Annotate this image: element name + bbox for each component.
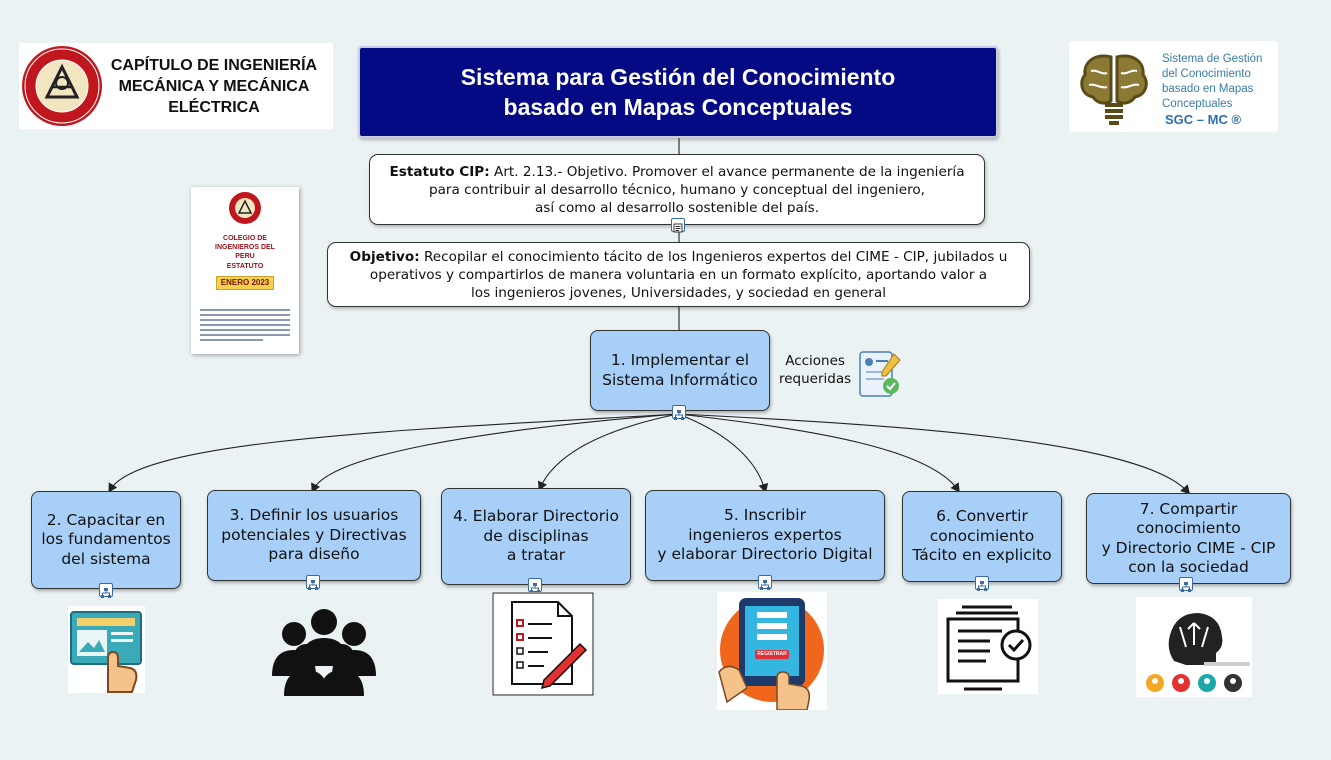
- node-6-line-3: Tácito en explicito: [912, 546, 1052, 565]
- node-4-line-2: de disciplinas: [483, 526, 589, 545]
- node-convertir-conocimiento[interactable]: 6. Convertir conocimiento Tácito en expl…: [902, 491, 1062, 582]
- node-implementar-sistema[interactable]: 1. Implementar el Sistema Informático: [590, 330, 770, 411]
- estatuto-line-3: así como al desarrollo sostenible del pa…: [534, 199, 820, 216]
- node-2-line-3: del sistema: [61, 549, 151, 568]
- acciones-requeridas-label: Acciones requeridas: [779, 352, 851, 388]
- cip-seal-logo: [21, 45, 103, 127]
- title-line-2: basado en Mapas Conceptuales: [503, 94, 853, 120]
- objetivo-box: Objetivo: Recopilar el conocimiento táci…: [327, 242, 1030, 307]
- subtopic-icon[interactable]: [1179, 577, 1193, 592]
- main-title: Sistema para Gestión del Conocimiento ba…: [358, 46, 998, 138]
- objetivo-line-1: Recopilar el conocimiento tácito de los …: [419, 248, 1008, 265]
- sgc-logo-banner: Sistema de Gestión del Conocimiento basa…: [1069, 41, 1278, 132]
- node-inscribir-ingenieros[interactable]: 5. Inscribir ingenieros expertos y elabo…: [645, 490, 885, 581]
- doc-date: ENERO 2023: [216, 276, 274, 290]
- node-elaborar-directorio[interactable]: 4. Elaborar Directorio de disciplinas a …: [441, 488, 631, 585]
- subtopic-icon[interactable]: [758, 575, 772, 590]
- subtopic-icon[interactable]: [672, 405, 686, 420]
- note-icon[interactable]: [671, 218, 685, 233]
- node-4-line-3: a tratar: [506, 546, 566, 565]
- node-6-line-1: 6. Convertir: [936, 507, 1028, 526]
- node-3-line-2: potenciales y Directivas: [221, 525, 407, 544]
- users-group-icon: [268, 606, 380, 698]
- sgc-description: Sistema de Gestión del Conocimiento basa…: [1162, 53, 1263, 110]
- estatuto-label: Estatuto CIP:: [389, 163, 490, 180]
- acciones-line-1: Acciones: [785, 353, 845, 369]
- register-button-label: REGISTRAR: [757, 651, 787, 657]
- document-approval-icon: [938, 599, 1038, 694]
- node-3-line-1: 3. Definir los usuarios: [229, 506, 399, 525]
- root-line-1: 1. Implementar el: [610, 351, 750, 369]
- chapter-title: CAPÍTULO DE INGENIERÍA MECÁNICA Y MECÁNI…: [110, 56, 318, 116]
- subtopic-icon[interactable]: [528, 578, 542, 593]
- node-7-line-1: 7. Compartir: [1139, 499, 1238, 518]
- acciones-line-2: requeridas: [779, 371, 852, 387]
- objetivo-line-2: operativos y compartirlos de manera volu…: [369, 266, 988, 283]
- estatuto-box: Estatuto CIP: Art. 2.13.- Objetivo. Prom…: [369, 154, 985, 225]
- cip-seal-small-icon: [229, 192, 261, 224]
- node-3-line-3: para diseño: [268, 545, 360, 564]
- node-2-line-1: 2. Capacitar en: [46, 510, 166, 529]
- checklist-form-icon: [859, 351, 901, 397]
- node-definir-usuarios[interactable]: 3. Definir los usuarios potenciales y Di…: [207, 490, 421, 581]
- node-4-line-1: 4. Elaborar Directorio: [453, 507, 619, 526]
- doc-kind: ESTATUTO: [226, 263, 264, 270]
- title-line-1: Sistema para Gestión del Conocimiento: [460, 64, 896, 90]
- doc-org: COLEGIO DE INGENIEROS DEL PERU: [215, 235, 275, 260]
- root-line-2: Sistema Informático: [602, 370, 758, 389]
- chapter-logo-banner: CAPÍTULO DE INGENIERÍA MECÁNICA Y MECÁNI…: [19, 43, 333, 129]
- objetivo-line-3: los ingenieros jovenes, Universidades, y…: [471, 284, 886, 301]
- sgc-tag: SGC – MC ®: [1165, 112, 1242, 127]
- subtopic-icon[interactable]: [306, 575, 320, 590]
- doc-body-lines: [200, 309, 290, 341]
- node-5-line-1: 5. Inscribir: [724, 506, 806, 525]
- node-7-line-4: con la sociedad: [1128, 558, 1249, 576]
- node-6-line-2: conocimiento: [929, 526, 1035, 545]
- register-tablet-illustration: REGISTRAR: [717, 592, 827, 711]
- node-7-line-3: y Directorio CIME - CIP: [1101, 538, 1276, 557]
- estatuto-line-2: para contribuir al desarrollo técnico, h…: [428, 181, 926, 198]
- node-capacitar[interactable]: 2. Capacitar en los fundamentos del sist…: [31, 491, 181, 589]
- checklist-document-illustration: [492, 592, 594, 696]
- node-compartir-conocimiento[interactable]: 7. Compartir conocimiento y Directorio C…: [1086, 493, 1291, 584]
- node-5-line-3: y elaborar Directorio Digital: [657, 545, 873, 564]
- touch-screen-illustration: [68, 606, 145, 693]
- brain-bulb-icon: [1080, 54, 1148, 125]
- subtopic-icon[interactable]: [975, 576, 989, 591]
- estatuto-line-1: Art. 2.13.- Objetivo. Promover el avance…: [489, 163, 965, 180]
- knowledge-sharing-illustration: [1136, 597, 1252, 697]
- node-5-line-2: ingenieros expertos: [688, 525, 842, 544]
- objetivo-label: Objetivo:: [349, 248, 420, 265]
- node-7-line-2: conocimiento: [1136, 519, 1241, 537]
- subtopic-icon[interactable]: [99, 583, 113, 598]
- node-2-line-2: los fundamentos: [41, 530, 171, 549]
- statute-document-thumbnail: COLEGIO DE INGENIEROS DEL PERU ESTATUTO …: [191, 187, 299, 354]
